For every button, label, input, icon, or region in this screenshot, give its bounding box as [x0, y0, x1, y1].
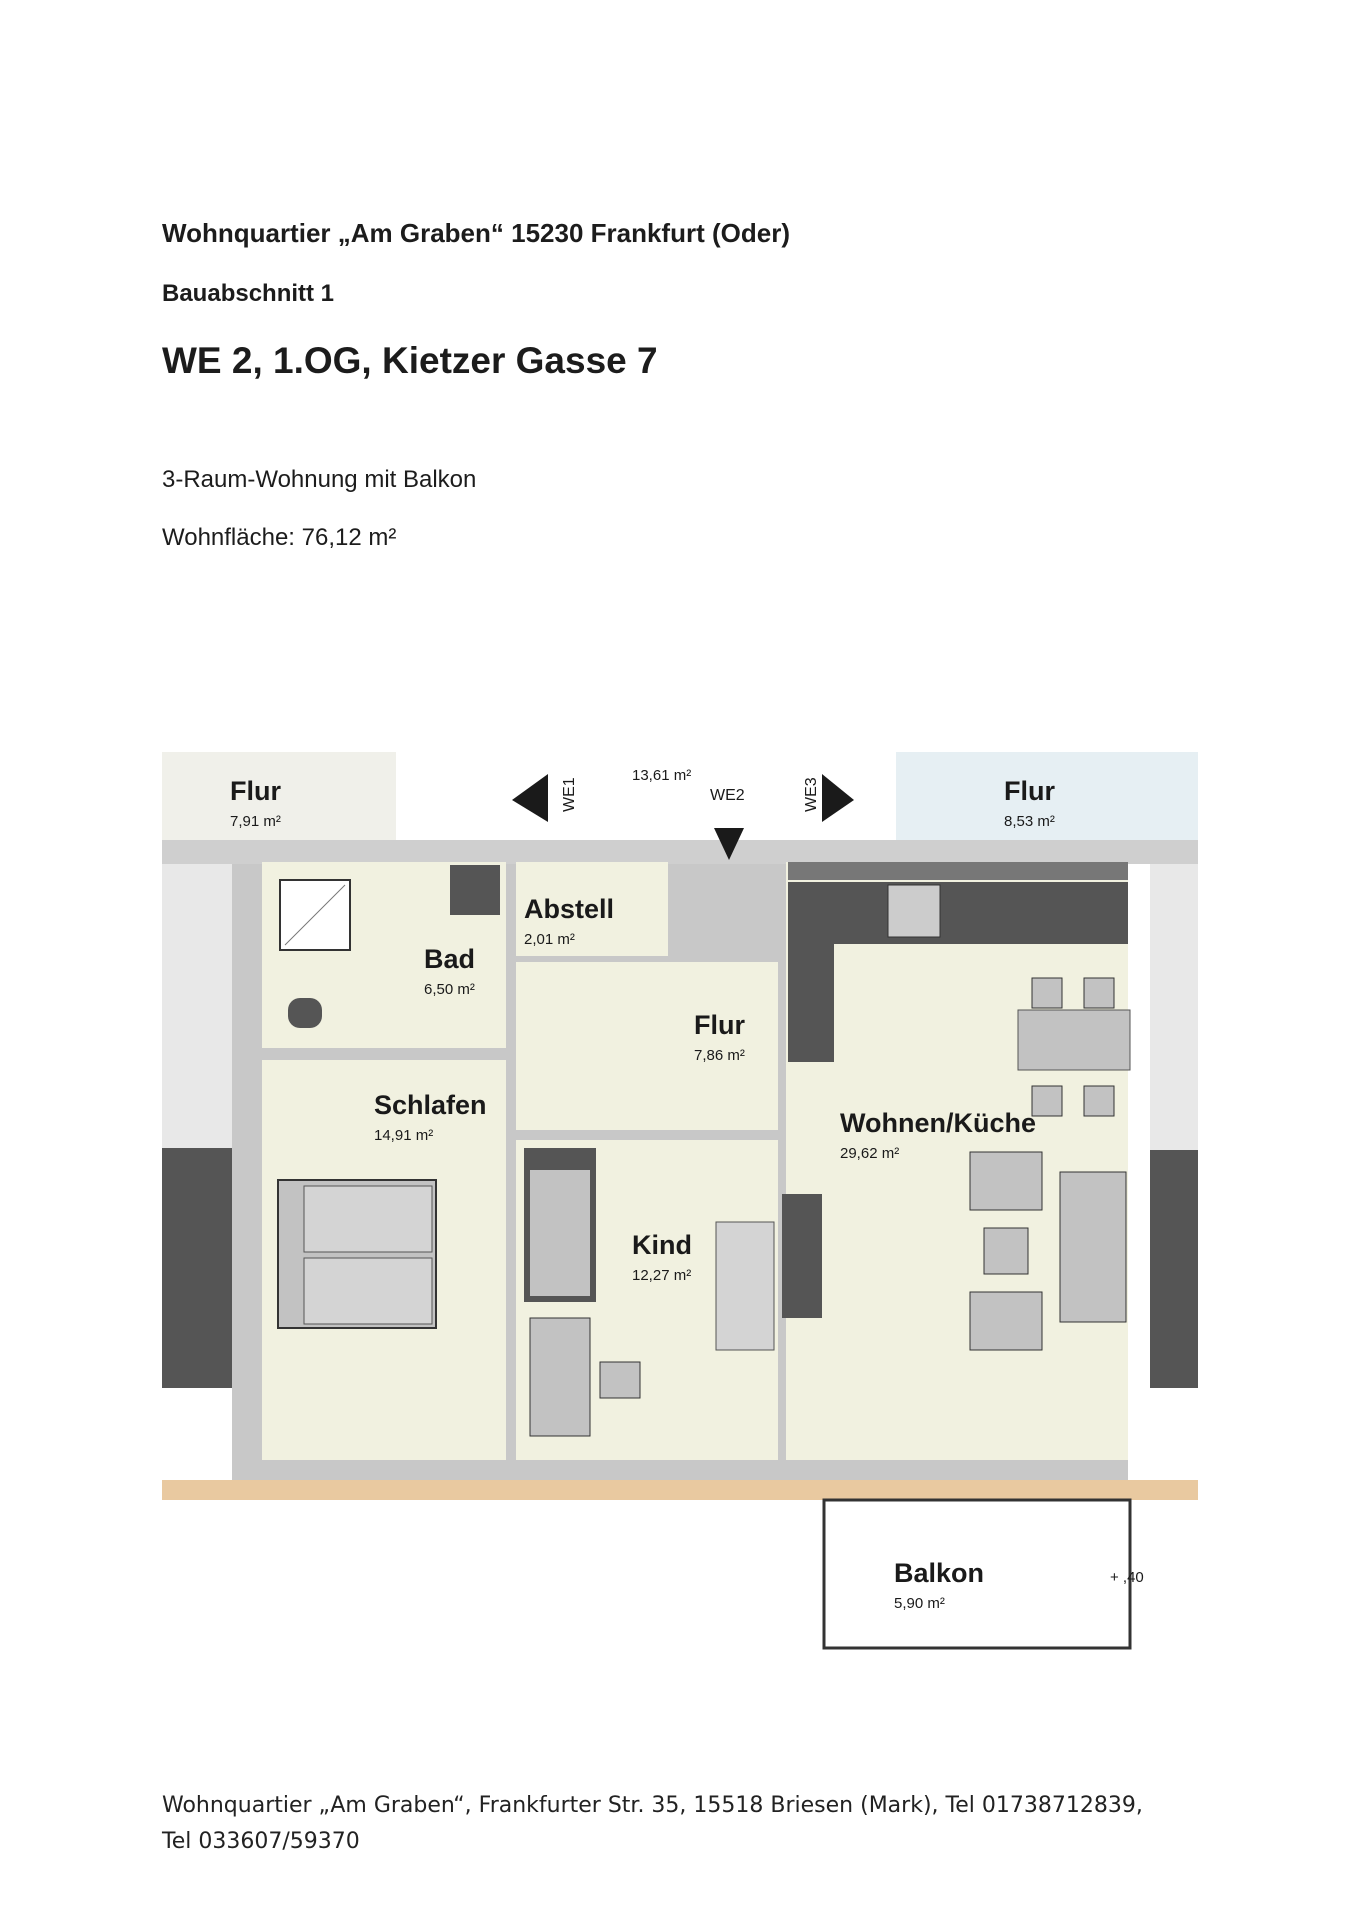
corridor-wall [162, 840, 1198, 864]
chair-kitchen [887, 884, 941, 938]
room-name-bedroom: Schlafen [374, 1090, 487, 1120]
room-name-storage: Abstell [524, 894, 614, 924]
desk-chair [599, 1361, 641, 1399]
room-name-balcony: Balkon [894, 1558, 984, 1588]
balcony-outline [822, 1498, 1132, 1650]
we3-arrow-icon [822, 774, 854, 822]
kitchen-counter [788, 944, 834, 1062]
room-name-flur-right: Flur [1004, 776, 1055, 806]
dining-chair [1083, 1085, 1115, 1117]
unit-heading: WE 2, 1.OG, Kietzer Gasse 7 [162, 340, 658, 381]
room-area-storage: 2,01 m² [524, 931, 575, 948]
neighbour-right-dark [1150, 1150, 1198, 1388]
facade-band [162, 1480, 1198, 1500]
tv-cabinet [782, 1194, 822, 1318]
dining-chair [1031, 1085, 1063, 1117]
armchair [969, 1151, 1043, 1211]
we1-arrow-icon [512, 774, 548, 822]
footer-line-1: Wohnquartier „Am Graben“, Frankfurter St… [162, 1793, 1143, 1818]
unit-label-we1: WE1 [561, 777, 578, 812]
room-area-flur-left: 7,91 m² [230, 813, 281, 830]
kitchen-upper-units [788, 882, 1128, 944]
room-name-flur-left: Flur [230, 776, 281, 806]
room-name-childroom: Kind [632, 1230, 692, 1260]
stair-area-label: 13,61 m² [632, 767, 691, 784]
living-area: Wohnfläche: 76,12 m² [162, 524, 397, 551]
room-area-bathroom: 6,50 m² [424, 981, 475, 998]
room-area-balcony: 5,90 m² [894, 1595, 945, 1612]
dining-chair [1083, 977, 1115, 1009]
level-mark: + ,40 [1110, 1569, 1144, 1586]
sofa [1059, 1171, 1127, 1323]
project-title: Wohnquartier „Am Graben“ 15230 Frankfurt… [162, 218, 790, 248]
we2-arrow-icon [714, 828, 744, 860]
room-area-living: 29,62 m² [840, 1145, 899, 1162]
neighbour-hall-right [896, 752, 1198, 840]
room-area-childroom: 12,27 m² [632, 1267, 691, 1284]
neighbour-left-dark [162, 1148, 232, 1388]
neighbour-hall-left [162, 752, 396, 840]
dining-chair [1031, 977, 1063, 1009]
footer-line-2: Tel 033607/59370 [162, 1829, 360, 1854]
room-area-flur-right: 8,53 m² [1004, 813, 1055, 830]
bed-mattress [303, 1257, 433, 1325]
room-area-bedroom: 14,91 m² [374, 1127, 433, 1144]
room-area-hall: 7,86 m² [694, 1047, 745, 1064]
room-name-bathroom: Bad [424, 944, 475, 974]
storage-floor [516, 862, 668, 956]
footer-contact: Wohnquartier „Am Graben“, Frankfurter St… [162, 1788, 1162, 1860]
room-name-hall: Flur [694, 1010, 745, 1040]
bed-mattress [303, 1185, 433, 1253]
apartment-type: 3-Raum-Wohnung mit Balkon [162, 466, 477, 493]
unit-label-we3: WE3 [803, 777, 820, 812]
coffee-table [983, 1227, 1029, 1275]
shower-diagonal [284, 884, 346, 946]
child-bed-mattress [530, 1170, 590, 1296]
room-name-living: Wohnen/Küche [840, 1108, 1036, 1138]
wardrobe [715, 1221, 775, 1351]
dining-table [1017, 1009, 1131, 1071]
kitchen-top-bar [788, 862, 1128, 880]
armchair [969, 1291, 1043, 1351]
hall-floor [516, 962, 778, 1130]
construction-phase: Bauabschnitt 1 [162, 280, 335, 307]
stair-area [396, 752, 896, 840]
living-floor [786, 862, 1128, 1460]
unit-label-we2: WE2 [710, 787, 745, 804]
desk [529, 1317, 591, 1437]
toilet [288, 998, 322, 1028]
bath-cabinet [450, 865, 500, 915]
